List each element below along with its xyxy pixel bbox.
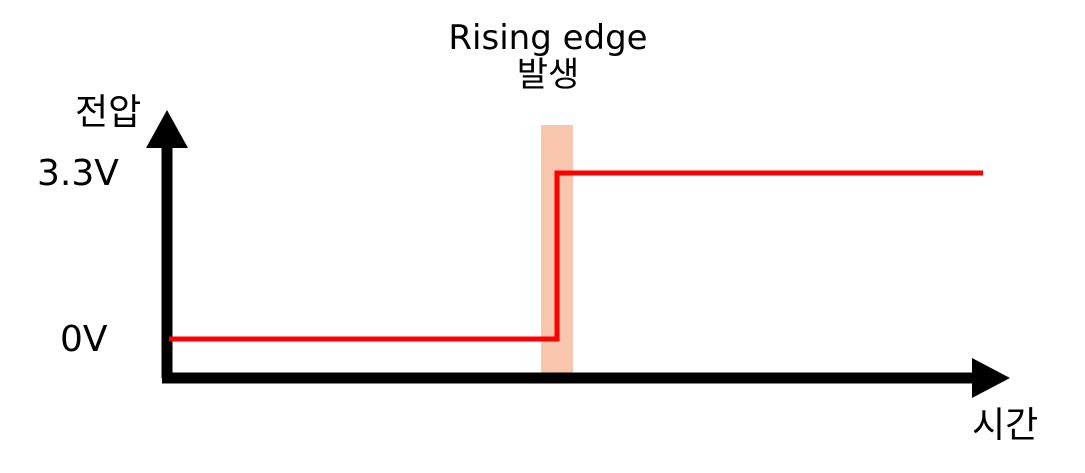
signal-waveform	[169, 170, 983, 342]
y-axis-arrowhead	[146, 110, 188, 148]
low-level-label: 0V	[60, 319, 108, 360]
y-axis-label: 전압	[75, 92, 142, 133]
x-axis-label: 시간	[972, 405, 1039, 446]
annotation-line-1: Rising edge	[448, 18, 648, 58]
x-axis-arrowhead	[972, 358, 1010, 398]
annotation-line-2: 발생	[516, 54, 580, 95]
rising-edge-annotation: Rising edge 발생	[448, 20, 647, 93]
high-level-label: 3.3V	[37, 153, 119, 194]
